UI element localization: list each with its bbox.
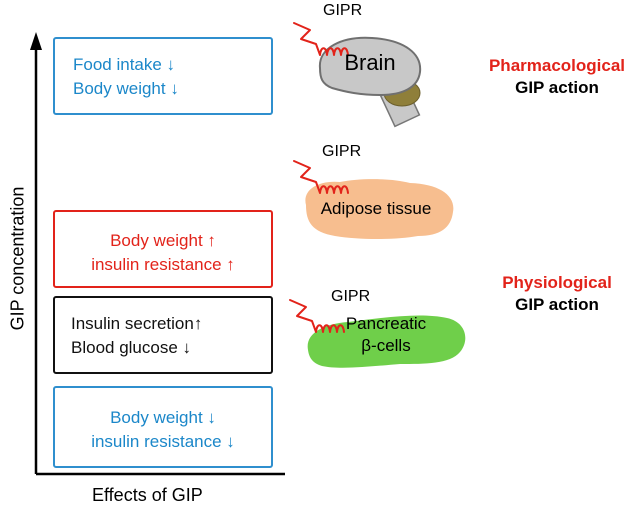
effect-line: Food intake ↓	[73, 55, 176, 74]
adipose-receptor-icon	[293, 160, 349, 194]
effect-line: insulin resistance ↑	[91, 255, 235, 274]
effect-box-low-gip: Body weight ↓ insulin resistance ↓	[53, 386, 273, 468]
x-axis-label: Effects of GIP	[92, 485, 203, 505]
adipose-gipr-label: GIPR	[322, 143, 362, 160]
brain-receptor-icon	[293, 22, 349, 56]
y-axis-label: GIP concentration	[7, 186, 28, 331]
brain-gipr-label: GIPR	[323, 2, 363, 19]
adipose-tissue-shape	[305, 179, 454, 239]
pancreas-label: Pancreatic β-cells	[330, 313, 442, 357]
adipose-tissue-label: Adipose tissue	[320, 199, 432, 218]
physiological-action-label: Physiological GIP action	[472, 272, 642, 316]
pancreas-receptor-icon	[289, 299, 345, 333]
pancreas-label-line: β-cells	[361, 336, 411, 355]
pancreas-shape	[307, 315, 466, 368]
brain-label: Brain	[344, 50, 396, 75]
action-word: GIP action	[515, 295, 599, 314]
effect-line: Blood glucose ↓	[71, 338, 192, 357]
effect-box-pharmacological: Food intake ↓ Body weight ↓	[53, 37, 273, 115]
brain-shape	[318, 36, 422, 97]
effect-line: Body weight ↓	[110, 408, 216, 427]
effect-box-adipose: Body weight ↑ insulin resistance ↑	[53, 210, 273, 288]
axes	[30, 32, 285, 476]
brain-illustration	[318, 36, 422, 128]
effect-line: Body weight ↓	[73, 79, 179, 98]
action-word: GIP action	[515, 78, 599, 97]
effect-line: Insulin secretion↑	[71, 314, 203, 333]
action-kind: Physiological	[502, 273, 612, 292]
effect-box-physiological: Insulin secretion↑ Blood glucose ↓	[53, 296, 273, 374]
pharmacological-action-label: Pharmacological GIP action	[472, 55, 642, 99]
receptors	[289, 22, 349, 333]
pancreas-label-line: Pancreatic	[345, 314, 427, 333]
effect-line: Body weight ↑	[110, 231, 216, 250]
action-kind: Pharmacological	[488, 56, 626, 75]
y-axis-arrowhead	[30, 32, 42, 50]
effect-line: insulin resistance ↓	[91, 432, 235, 451]
pancreas-gipr-label: GIPR	[331, 288, 371, 305]
